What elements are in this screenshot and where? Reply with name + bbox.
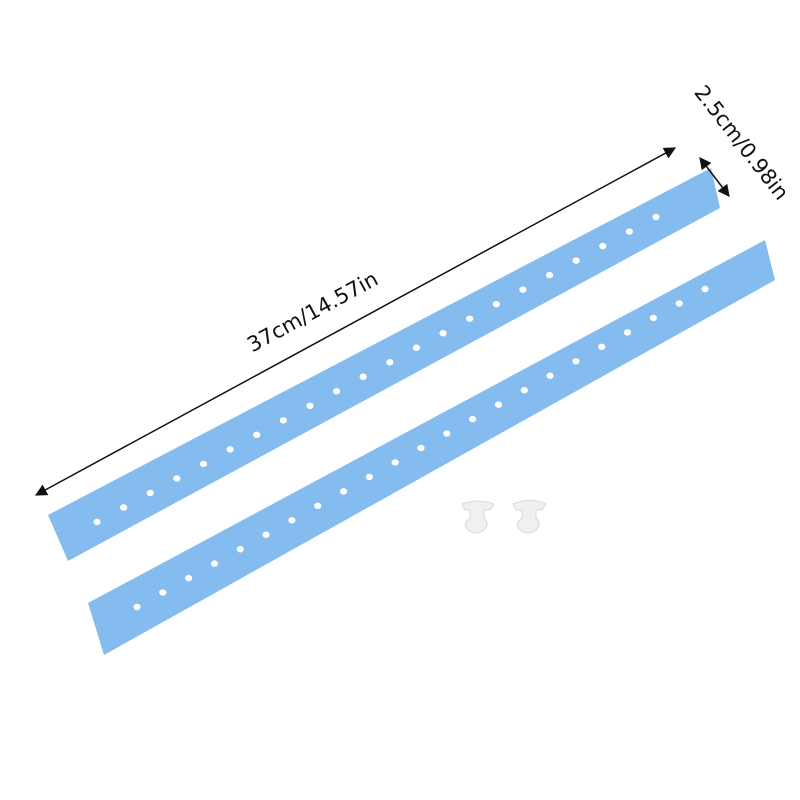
- peg-left: [461, 500, 495, 534]
- strip-hole: [572, 358, 580, 365]
- strip-hole: [391, 459, 399, 466]
- strip-hole: [306, 402, 314, 410]
- strip-hole: [146, 489, 154, 497]
- strip-hole: [599, 242, 607, 250]
- strip-hole: [572, 257, 580, 264]
- strip-hole: [412, 344, 421, 351]
- strip-hole: [262, 531, 270, 538]
- strip-hole: [546, 372, 554, 379]
- strip-hole: [625, 228, 633, 235]
- strip-hole: [199, 460, 208, 468]
- strip-hole: [120, 504, 128, 511]
- strip-hole: [288, 517, 296, 524]
- strip-hole: [598, 343, 606, 351]
- strip-hole: [545, 271, 554, 279]
- strip-hole: [443, 430, 451, 437]
- strip-hole: [623, 329, 632, 336]
- strip-hole: [314, 502, 322, 510]
- strip-hole: [520, 386, 528, 394]
- strip-hole: [652, 213, 660, 221]
- length-arrow: [34, 147, 677, 496]
- strip-hole: [159, 589, 167, 596]
- strip-hole: [253, 431, 261, 439]
- strip-hole: [466, 315, 474, 322]
- strip-hole: [93, 518, 101, 526]
- strip-hole: [185, 574, 193, 582]
- strip-hole: [133, 603, 141, 611]
- strip-hole: [339, 488, 348, 495]
- strip-hole: [494, 401, 503, 408]
- strip-hole: [365, 473, 373, 481]
- strip-hole: [701, 285, 709, 293]
- width-arrow: [699, 157, 730, 197]
- peg-right: [512, 500, 547, 534]
- strip-hole: [439, 329, 447, 337]
- strip-hole: [417, 444, 425, 452]
- strip-hole: [226, 446, 234, 453]
- strip-hole: [332, 388, 341, 395]
- strip-hole: [236, 545, 244, 553]
- strip-hole: [469, 415, 477, 423]
- strip-hole: [386, 359, 394, 366]
- strip-hole: [519, 286, 527, 293]
- strip-hole: [210, 560, 219, 567]
- strip-hole: [649, 314, 657, 322]
- length-label: 37cm/14.57in: [243, 267, 382, 357]
- strip-hole: [675, 300, 683, 307]
- strip-hole: [173, 475, 181, 482]
- strip-hole: [359, 373, 367, 380]
- strip-hole: [492, 300, 500, 308]
- strip-hole: [279, 417, 287, 424]
